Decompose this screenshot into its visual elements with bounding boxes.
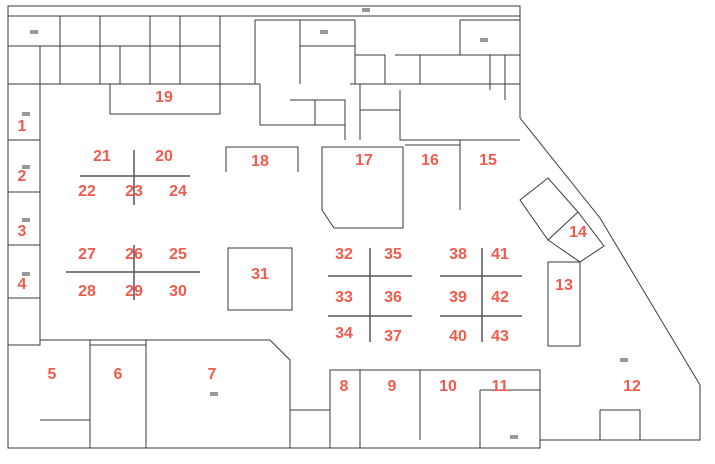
booth-11-label: 11	[491, 378, 509, 395]
centre-rooms	[259, 84, 520, 210]
booth-8-label: 8	[339, 378, 349, 395]
booth-3-label: 3	[17, 223, 27, 240]
booth-35-label: 35	[384, 246, 402, 263]
booth-7-label: 7	[207, 366, 217, 383]
booth-18-label: 18	[251, 153, 269, 170]
booth-31-label: 31	[251, 266, 269, 283]
booth-10-label: 10	[439, 378, 457, 395]
booth-4-label: 4	[17, 276, 27, 293]
booth-31-outline	[227, 247, 293, 311]
booth-37-label: 37	[384, 328, 402, 345]
booth-40-label: 40	[449, 328, 467, 345]
booth-16-label: 16	[421, 152, 439, 169]
booth-12-label: 12	[623, 378, 641, 395]
booth-13-label: 13	[555, 277, 573, 294]
booth-20-label: 20	[155, 148, 173, 165]
booth-15-label: 15	[479, 152, 497, 169]
booth-23-label: 23	[125, 183, 143, 200]
booth-38-label: 38	[449, 246, 467, 263]
booth-41-label: 41	[491, 246, 509, 263]
booth-18-outline	[225, 146, 299, 172]
booth-2-label: 2	[17, 168, 27, 185]
booth-17-label: 17	[355, 152, 373, 169]
booth-39-label: 39	[449, 289, 467, 306]
booth-36-label: 36	[384, 289, 402, 306]
booth-19-label: 19	[155, 89, 173, 106]
booth-27-label: 27	[78, 246, 96, 263]
booth-24-label: 24	[169, 183, 187, 200]
room-tags	[22, 8, 628, 439]
booth-9-label: 9	[387, 378, 397, 395]
outer-wall	[7, 5, 701, 449]
booth-29-label: 29	[125, 283, 143, 300]
booth-5-label: 5	[47, 366, 57, 383]
booth-34-label: 34	[335, 325, 353, 342]
booth-33-label: 33	[335, 289, 353, 306]
walls	[7, 5, 701, 449]
booth-1-label: 1	[17, 118, 27, 135]
lower-rooms	[8, 339, 641, 448]
left-rooms	[8, 84, 41, 346]
booth-43-label: 43	[491, 328, 509, 345]
booth-21-label: 21	[93, 148, 111, 165]
booth-6-label: 6	[113, 366, 123, 383]
booth-dividers	[66, 150, 522, 342]
booth-28-label: 28	[78, 283, 96, 300]
booth-14-label: 14	[569, 224, 587, 241]
booth-22-label: 22	[78, 183, 96, 200]
booth-19-outline	[109, 83, 221, 115]
top-rooms	[8, 16, 520, 100]
booth-25-label: 25	[169, 246, 187, 263]
right-angled-rooms	[519, 177, 605, 347]
booth-30-label: 30	[169, 283, 187, 300]
booth-32-label: 32	[335, 246, 353, 263]
booth-42-label: 42	[491, 289, 509, 306]
booth-26-label: 26	[125, 246, 143, 263]
booth-17-outline	[321, 146, 404, 229]
